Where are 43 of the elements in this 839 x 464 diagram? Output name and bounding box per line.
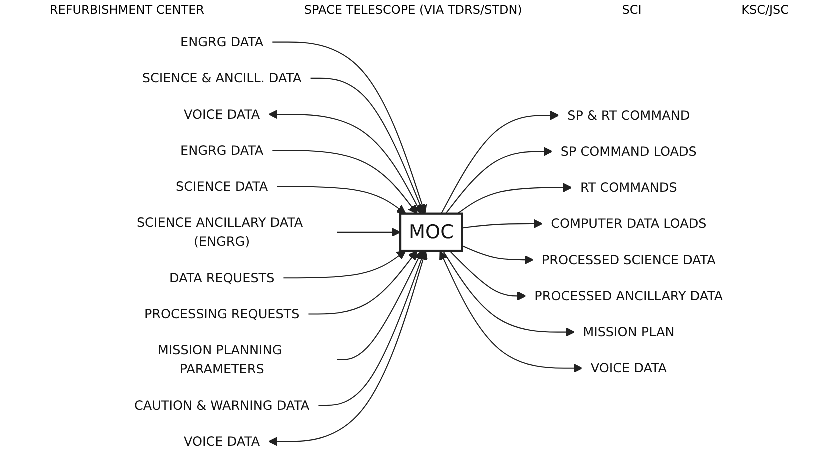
arrow <box>336 250 423 360</box>
node-text: VOICE DATA <box>184 107 260 122</box>
node-text: SCIENCE DATA <box>176 179 268 194</box>
node-text: RT COMMANDS <box>580 180 678 196</box>
arrow <box>442 250 575 337</box>
node-text: DATA REQUESTS <box>169 270 275 286</box>
node-text: PROCESSING REQUESTS <box>144 306 300 322</box>
arrow <box>446 147 553 214</box>
node-box: MOC <box>399 212 464 252</box>
arrow <box>268 110 422 214</box>
node-text: PROCESSED SCIENCE DATA <box>542 252 716 268</box>
arrow <box>318 250 426 406</box>
arrow <box>336 228 401 238</box>
arrow <box>310 78 426 214</box>
node-text: SCIENCE ANCILLARY DATA (ENGRG) <box>136 215 304 250</box>
entity-label: REFURBISHMENT CENTER <box>50 3 205 17</box>
entity-label: KSC/JSC <box>742 3 790 17</box>
node-text: COMPUTER DATA LOADS <box>551 216 707 232</box>
arrow <box>283 250 406 279</box>
node-text: VOICE DATA <box>184 434 260 450</box>
entity-label: SPACE TELESCOPE (VIA TDRS/STDN) <box>304 3 522 17</box>
node-text: CAUTION & WARNING DATA <box>134 398 310 414</box>
node-text: SCIENCE & ANCILL. DATA <box>142 70 302 86</box>
arrow <box>272 42 428 214</box>
arrow <box>449 250 527 301</box>
arrow <box>462 246 534 265</box>
node-text: MISSION PLANNING PARAMETERS <box>158 342 282 377</box>
node-text: SP COMMAND LOADS <box>560 144 697 160</box>
node-text: ENGRG DATA <box>180 143 264 158</box>
arrow <box>440 251 583 374</box>
node-text: PROCESSED ANCILLARY DATA <box>534 288 724 304</box>
node-text: ENGRG DATA <box>180 34 264 50</box>
arrow <box>457 183 572 214</box>
entity-label: SCI <box>622 3 642 17</box>
arrow <box>276 186 406 214</box>
node-text: VOICE DATA <box>590 360 667 376</box>
arrow <box>462 219 543 229</box>
arrow <box>268 250 428 446</box>
arrow <box>272 150 418 214</box>
arrow <box>441 110 560 214</box>
node-text: SP & RT COMMAND <box>568 108 690 124</box>
node-text: MISSION PLAN <box>583 324 675 340</box>
arrow <box>308 250 418 315</box>
